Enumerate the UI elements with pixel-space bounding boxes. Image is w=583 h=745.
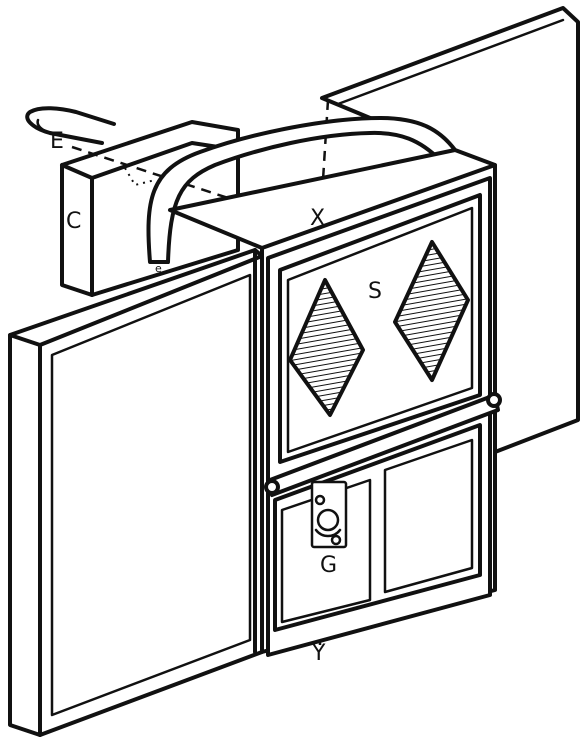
label-x: X (310, 206, 325, 231)
mechanism-g (310, 480, 348, 549)
diamond-left (288, 278, 365, 417)
front-door (8, 248, 264, 737)
label-small-e: e (155, 262, 162, 275)
diamond-right (393, 240, 470, 382)
label-s: S (368, 279, 382, 304)
label-e: E (50, 129, 64, 154)
label-c: C (66, 209, 81, 234)
knob-e (25, 106, 116, 145)
label-g: G (320, 553, 337, 578)
label-y: Y (311, 641, 326, 666)
horizontal-rod (264, 392, 502, 497)
